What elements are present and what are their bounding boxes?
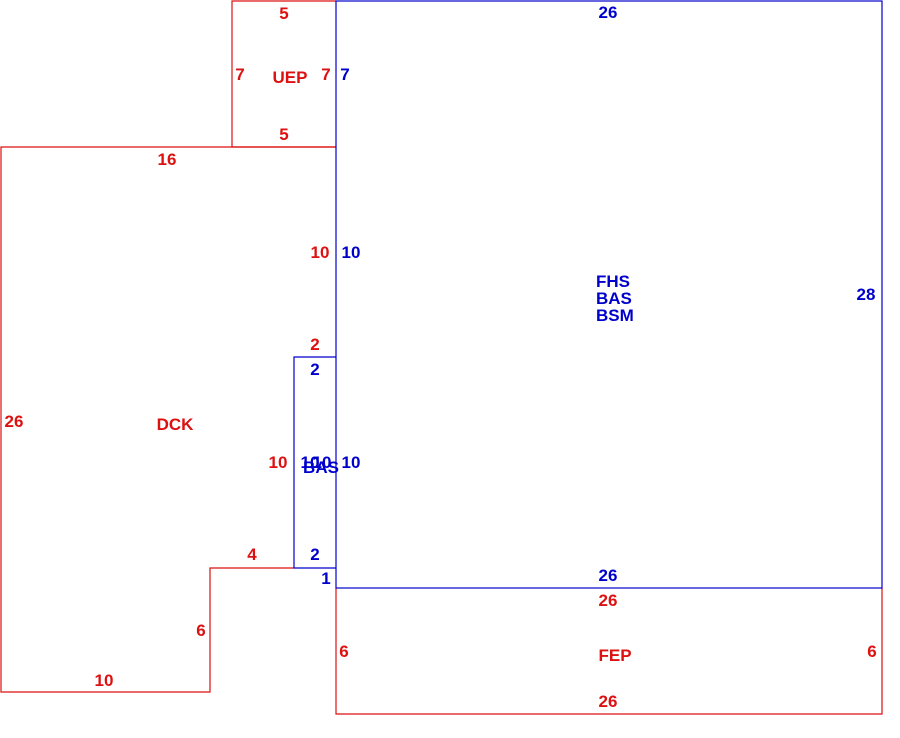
fhs-dim-left-mid: 10 bbox=[342, 243, 361, 262]
uep-dim-right: 7 bbox=[321, 65, 330, 84]
dck-dim-inner-right: 10 bbox=[269, 453, 288, 472]
uep-dim-left: 7 bbox=[235, 65, 244, 84]
dck-dim-top: 16 bbox=[158, 150, 177, 169]
fep-label: FEP bbox=[598, 646, 631, 665]
bsm-label: BSM bbox=[596, 306, 634, 325]
dck-dim-step-top: 4 bbox=[247, 545, 257, 564]
bas-dim-right: 10 bbox=[313, 453, 332, 472]
dck-dim-bottom: 10 bbox=[95, 671, 114, 690]
fhs-dim-left-upper: 7 bbox=[340, 65, 349, 84]
uep-dim-top: 5 bbox=[279, 4, 288, 23]
bas-small-label: BAS bbox=[303, 458, 339, 477]
fhs-dim-right: 28 bbox=[857, 285, 876, 304]
uep-label: UEP bbox=[273, 68, 308, 87]
dck-label: DCK bbox=[157, 415, 195, 434]
uep-dim-bottom: 5 bbox=[279, 125, 288, 144]
fhs-dim-bottom: 26 bbox=[599, 566, 618, 585]
dck-dim-notch-top: 2 bbox=[310, 335, 319, 354]
bas-outline bbox=[293, 356, 336, 569]
dck-dim-left: 26 bbox=[5, 412, 24, 431]
fhs-label: FHS bbox=[596, 272, 630, 291]
dck-outline bbox=[0, 146, 336, 693]
bas-main-label: BAS bbox=[596, 289, 632, 308]
fhs-outline bbox=[335, 0, 883, 589]
fep-outline bbox=[335, 588, 883, 715]
bas-dim-bottom: 2 bbox=[310, 545, 319, 564]
fep-dim-right: 6 bbox=[867, 642, 876, 661]
fep-dim-bottom: 26 bbox=[599, 692, 618, 711]
bas-dim-top: 2 bbox=[310, 360, 319, 379]
fep-dim-left: 6 bbox=[339, 642, 348, 661]
dck-dim-upper-right: 10 bbox=[311, 243, 330, 262]
dck-dim-step-side: 6 bbox=[196, 621, 205, 640]
fep-dim-top: 26 bbox=[599, 591, 618, 610]
fhs-dim-top: 26 bbox=[599, 3, 618, 22]
fhs-dim-left-lower: 10 bbox=[342, 453, 361, 472]
fhs-dim-corner: 1 bbox=[321, 569, 330, 588]
bas-dim-left: 10 bbox=[301, 453, 320, 472]
